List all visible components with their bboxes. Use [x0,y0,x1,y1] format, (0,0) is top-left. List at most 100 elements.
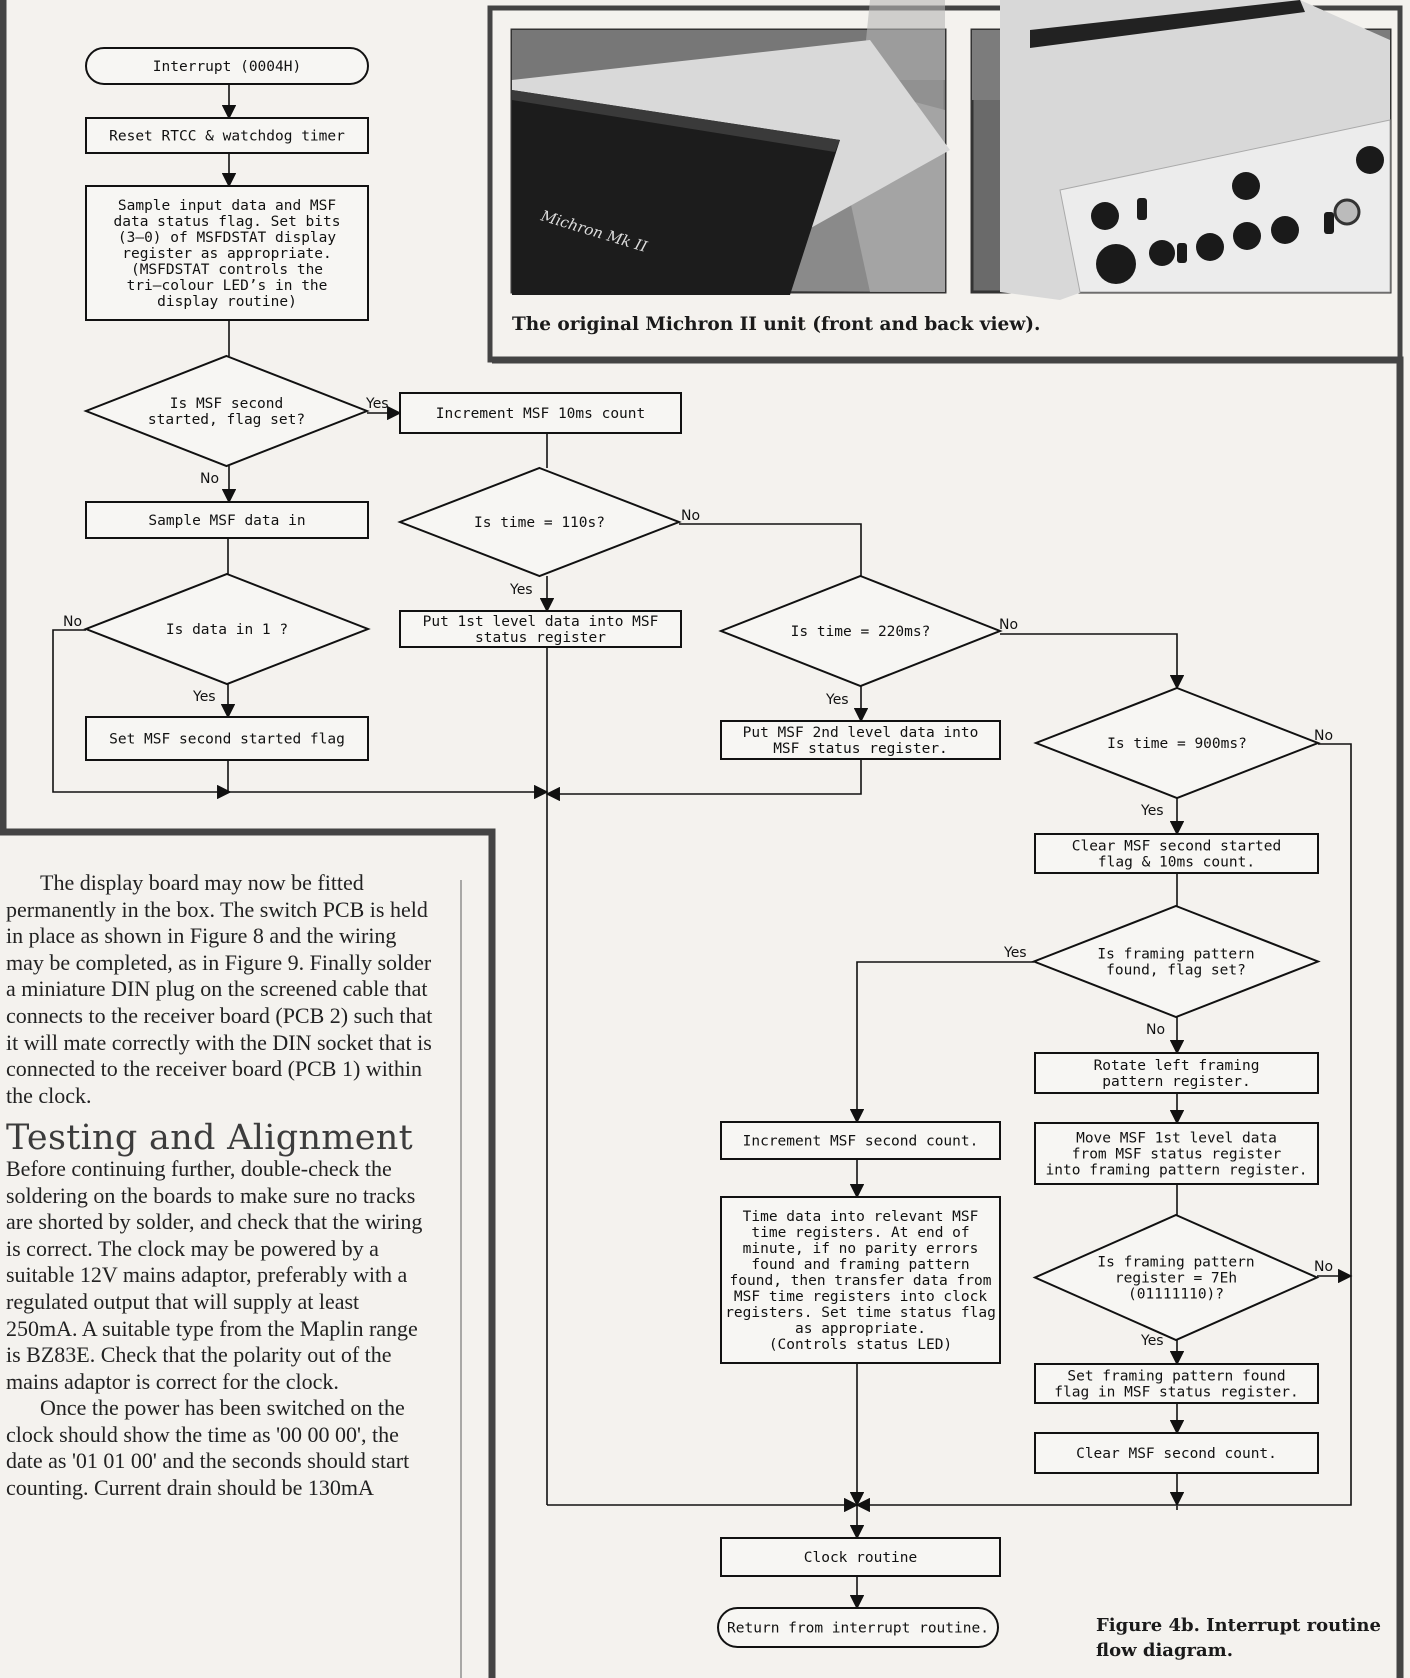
node-text-line: minute, if no parity errors [743,1241,979,1257]
node-text-line: Put MSF 2nd level data into [743,725,979,741]
figure-caption-line-1: Figure 4b. Interrupt routine [1096,1615,1381,1636]
decision-shape [1031,904,1321,1019]
branch-label-yes: Yes [1003,945,1027,961]
node-text-line: found, then transfer data from [730,1273,992,1289]
branch-label-no: No [1314,728,1333,744]
process-shape [85,117,369,154]
article-paragraph: The display board may now be fitted perm… [6,870,433,1108]
node-clock: Clock routine [720,1537,1001,1577]
node-text-line: Increment MSF 10ms count [436,406,646,422]
process-shape [85,185,369,321]
decision-shape [718,574,1003,688]
branch-label-yes: Yes [365,396,389,412]
node-text-line: display routine) [157,294,297,310]
node-text-line: Set framing pattern found [1067,1369,1285,1385]
branch-label-yes: Yes [1140,1333,1164,1349]
decision-shape [83,354,370,468]
article-paragraph: Once the power has been switched on the … [6,1395,410,1501]
branch-label-yes: Yes [1140,803,1164,819]
node-inc-10ms: Increment MSF 10ms count [399,392,682,434]
node-text-line: Increment MSF second count. [743,1134,979,1150]
node-text-line: Is MSF second [170,396,284,412]
node-text-line: MSF time registers into clock [734,1289,987,1305]
process-shape [720,1196,1001,1364]
node-text-line: Is time = 110s? [474,515,605,531]
node-text-line: Clock routine [804,1550,918,1566]
node-dec-data1: Is data in 1 ? [83,572,371,686]
process-shape [1034,1363,1319,1404]
branch-label-yes: Yes [509,582,533,598]
node-text-line: tri–colour LED’s in the [127,278,328,294]
branch-label-yes: Yes [192,689,216,705]
photo-caption: The original Michron II unit (front and … [512,314,1040,335]
terminal-shape [717,1607,999,1648]
node-sample-msf: Sample MSF data in [85,501,369,539]
node-text-line: from MSF status register [1072,1147,1282,1163]
node-set-started: Set MSF second started flag [85,716,369,761]
article-paragraph: Before continuing further, double-check … [6,1155,423,1394]
branch-label-no: No [1146,1022,1165,1038]
photo-back-view [970,0,1392,300]
terminal-shape [85,47,369,85]
node-text-line: Reset RTCC & watchdog timer [109,129,345,145]
node-text-line: Set MSF second started flag [109,732,345,748]
node-text-line: Is time = 900ms? [1107,736,1247,752]
node-text-line: Sample input data and MSF [118,198,336,214]
branch-labels: Yes No No Yes No Yes No Yes No Yes Yes N… [63,396,1333,1349]
decision-shape [83,572,371,686]
photo-front-view: Michron Mk II [510,0,950,295]
node-text-line: started, flag set? [148,412,305,428]
connectors [52,84,1353,1610]
node-text-line: Return from interrupt routine. [727,1621,989,1637]
flowchart-nodes: Interrupt (0004H) Reset RTCC & watchdog t… [83,47,1321,1648]
node-text-line: Is framing pattern [1097,1255,1254,1271]
node-text-line: MSF status register. [773,741,948,757]
node-text-line: into framing pattern register. [1046,1163,1308,1179]
node-text-line: pattern register. [1102,1074,1250,1090]
figure-caption-line-2: flow diagram. [1096,1640,1233,1661]
process-shape [85,501,369,539]
node-text-line: (MSFDSTAT controls the [131,262,323,278]
node-text-line: (Controls status LED) [769,1337,952,1353]
process-shape [1034,1432,1319,1474]
process-shape [720,1121,1001,1160]
node-text-line: Move MSF 1st level data [1076,1131,1277,1147]
node-text-line: Put 1st level data into MSF [423,614,659,630]
node-dec-900: Is time = 900ms? [1033,686,1321,800]
node-text-line: Interrupt (0004H) [153,59,301,75]
decision-shape [1032,1213,1320,1342]
node-inc-second: Increment MSF second count. [720,1121,1001,1160]
section-heading: Testing and Alignment [6,1118,413,1159]
node-text-line: Clear MSF second count. [1076,1446,1277,1462]
process-shape [399,610,682,648]
node-text-line: (01111110)? [1128,1287,1224,1303]
node-text-line: found and framing pattern [751,1257,969,1273]
node-dec-110: Is time = 110s? [397,466,682,578]
node-text-line: Rotate left framing [1094,1058,1260,1074]
branch-label-no: No [999,617,1018,633]
decision-shape [397,466,682,578]
branch-label-yes: Yes [825,692,849,708]
node-text-line: (3–0) of MSFDSTAT display [118,230,337,246]
process-shape [1034,1122,1319,1185]
process-shape [720,720,1001,760]
branch-label-no: No [1314,1259,1333,1275]
branch-label-no: No [200,471,219,487]
node-text-line: register = 7Eh [1115,1271,1237,1287]
node-clear-count: Clear MSF second count. [1034,1432,1319,1474]
node-text-line: Time data into relevant MSF [743,1209,979,1225]
node-text-line: Sample MSF data in [148,513,305,529]
decision-shape [1033,686,1321,800]
node-text-line: data status flag. Set bits [114,214,341,230]
